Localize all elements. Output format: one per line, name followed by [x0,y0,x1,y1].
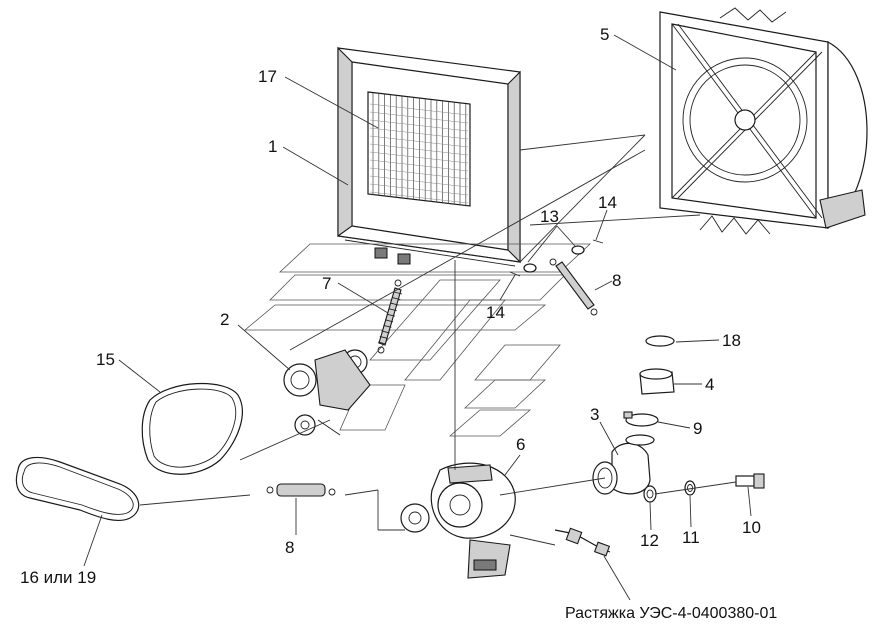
callout-14-lower: 14 [486,303,505,322]
callout-16-or-19: 16 или 19 [20,568,96,587]
callout-9: 9 [693,419,702,438]
callout-11: 11 [682,528,700,547]
spring-8-lower [266,483,336,497]
callout-2: 2 [220,310,229,329]
callout-labels: 17 1 5 7 13 14 8 14 2 15 18 4 3 9 6 10 1… [20,25,777,622]
washer-11 [684,480,696,496]
ring-18 [645,335,675,347]
bolt-10 [735,473,765,489]
fan-shroud [659,7,868,235]
callout-12: 12 [640,531,659,550]
diagram-caption: Растяжка УЭС-4-0400380-01 [565,605,777,622]
callout-8-lower: 8 [285,538,294,557]
callout-13: 13 [540,207,559,226]
belt-15 [141,382,243,475]
pin-14 [509,239,604,277]
radiator-core [367,91,471,207]
callout-4: 4 [705,375,714,394]
hose-clamp-9 [623,411,659,427]
sleeve-4 [639,368,675,395]
washer-12 [643,485,657,503]
callout-1: 1 [268,137,277,156]
callout-7: 7 [322,274,331,293]
callout-8-upper: 8 [612,271,621,290]
callout-6: 6 [516,435,525,454]
spring-7 [377,279,403,354]
callout-5: 5 [600,25,609,44]
tensioner-bracket [283,349,371,436]
assembly-lines [139,134,737,546]
belt-16-19 [15,456,140,522]
callout-18: 18 [722,331,741,350]
tie-rod-bracket [554,527,611,557]
callout-14-upper: 14 [598,193,617,212]
elbow-duct-3 [592,434,655,495]
callout-3: 3 [590,405,599,424]
blower-assembly [400,462,516,579]
assembly-guide-grid [243,243,592,437]
callout-10: 10 [742,518,761,537]
callout-17: 17 [258,67,277,86]
spring-8-upper [549,258,598,316]
washer-13 [523,245,585,273]
callout-15: 15 [96,350,115,369]
callout-leaders [83,34,752,601]
